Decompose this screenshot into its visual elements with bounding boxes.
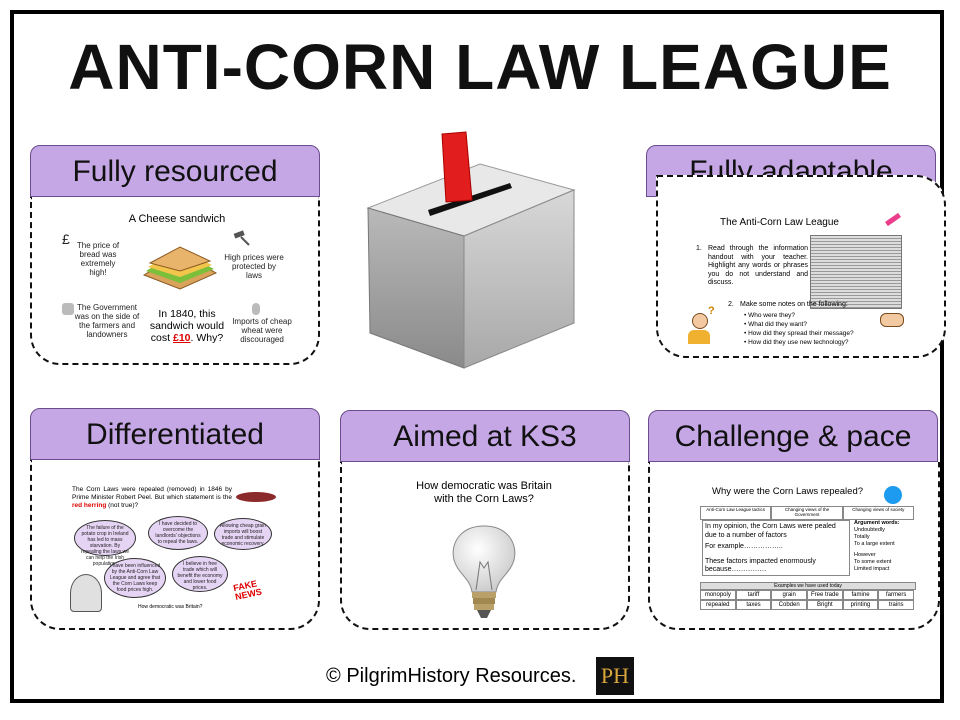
- step-1-text: Read through the information handout wit…: [708, 245, 808, 286]
- bubble-statement-2: I have decided to overcome the landlords…: [148, 516, 208, 550]
- intro-text: The Corn Laws were repealed (removed) in…: [72, 486, 232, 510]
- column-headers: Anti-Corn Law League tactics Changing vi…: [700, 506, 914, 520]
- example-word: repealed: [700, 600, 736, 610]
- caption: How democratic was Britain?: [138, 604, 203, 610]
- pound-icon: £: [62, 231, 70, 247]
- bubble-statement-3: Allowing cheap grain imports will boost …: [214, 518, 272, 550]
- example-word: printing: [842, 600, 879, 610]
- example-word: famine: [842, 590, 879, 600]
- thumb-title: Why were the Corn Laws repealed?: [712, 486, 864, 497]
- copyright-text: © PilgrimHistory Resources.: [326, 664, 577, 687]
- argument-title: Argument words:: [854, 520, 900, 526]
- wheat-icon: [252, 303, 260, 315]
- note-imports: Imports of cheap wheat were discouraged: [232, 317, 292, 344]
- thumb-title: A Cheese sandwich: [128, 213, 226, 225]
- intro-text-main: The Corn Laws were repealed (removed) in…: [72, 486, 232, 501]
- intro-text-end: (not true)?: [106, 502, 139, 509]
- example-word: farmers: [878, 590, 915, 600]
- bubble-statement-4: I have been influenced by the Anti-Corn …: [104, 558, 166, 598]
- person-thinking-icon: [688, 313, 710, 344]
- ks3-question: How democratic was Britain with the Corn…: [416, 480, 552, 505]
- card-heading-challenge: Challenge & pace: [648, 410, 938, 462]
- note-price: The price of bread was extremely high!: [76, 241, 120, 277]
- note-protected: High prices were protected by laws: [224, 253, 284, 280]
- example-word: monopoly: [700, 590, 736, 600]
- bullet-item: • How did they use new technology?: [744, 339, 849, 346]
- writing-hand-icon: [880, 313, 904, 327]
- bubble-statement-5: I believe in free trade which will benef…: [172, 556, 228, 592]
- examples-row: monopoly tariff grain Free trade famine …: [700, 590, 915, 600]
- examples-title: Examples we have used today: [700, 582, 916, 590]
- thumb-differentiated: The Corn Laws were repealed (removed) in…: [68, 482, 280, 612]
- twitter-icon: [884, 486, 902, 504]
- thumb-adaptable: The Anti-Corn Law League 1. Read through…: [660, 205, 924, 350]
- card-differentiated: The Corn Laws were repealed (removed) in…: [30, 460, 320, 630]
- argument-word: To a large extent: [854, 541, 895, 547]
- thumb-challenge: Why were the Corn Laws repealed? Anti-Co…: [694, 482, 916, 610]
- fake-news-stamp: FAKE NEWS: [232, 578, 263, 602]
- paragraph-2: For example……………..: [705, 543, 783, 550]
- bullet-item: • Who were they?: [744, 312, 796, 319]
- argument-word: To some extent: [854, 559, 892, 565]
- note-government: The Government was on the side of the fa…: [74, 303, 140, 339]
- footer: © PilgrimHistory Resources. PH: [0, 657, 960, 695]
- examples-row: repealed taxes Cobden Bright printing tr…: [700, 600, 915, 610]
- card-adaptable: The Anti-Corn Law League 1. Read through…: [656, 175, 946, 358]
- red-herring-fish-icon: [236, 492, 276, 502]
- main-question: In 1840, this sandwich would cost £10. W…: [147, 308, 227, 344]
- bubble-statement-1: The failure of the potato crop in Irelan…: [74, 520, 136, 567]
- handout-image: [810, 235, 902, 309]
- argument-word: Undoubtedly: [854, 527, 885, 533]
- gavel-icon: [233, 230, 250, 246]
- thumbs-up-icon: [62, 303, 74, 315]
- card-challenge: Why were the Corn Laws repealed? Anti-Co…: [648, 462, 940, 630]
- main-question-price: £10: [172, 332, 191, 344]
- intro-text-red: red herring: [72, 502, 107, 509]
- argument-word: Limited impact: [854, 566, 890, 572]
- card-ks3: How democratic was Britain with the Corn…: [340, 462, 630, 630]
- writing-frame: In my opinion, the Corn Laws were pealed…: [702, 520, 850, 576]
- argument-word: However: [854, 552, 876, 558]
- main-question-text: In 1840, this sandwich would cost: [149, 308, 225, 344]
- example-word: trains: [878, 600, 915, 610]
- thumb-title: The Anti-Corn Law League: [720, 217, 839, 228]
- question-mark-icon: ?: [708, 305, 715, 317]
- step-2-number: 2.: [728, 301, 734, 308]
- portrait-peel: [70, 574, 102, 612]
- ballot-box-icon: [366, 131, 576, 369]
- card-heading-resourced: Fully resourced: [30, 145, 320, 197]
- card-heading-differentiated: Differentiated: [30, 408, 320, 460]
- example-word: Cobden: [771, 600, 808, 610]
- example-word: grain: [771, 590, 808, 600]
- bullet-item: • How did they spread their message?: [744, 330, 854, 337]
- argument-words-box: Argument words: Undoubtedly Totally To a…: [854, 520, 912, 573]
- page-title: ANTI-CORN LAW LEAGUE: [68, 31, 892, 103]
- card-heading-ks3: Aimed at KS3: [340, 410, 630, 462]
- light-bulb-icon: [452, 525, 516, 618]
- example-word: tariff: [735, 590, 772, 600]
- sandwich-icon: [142, 246, 218, 290]
- example-word: Bright: [807, 600, 843, 610]
- example-word: taxes: [735, 600, 772, 610]
- col-header: Anti-Corn Law League tactics: [700, 506, 772, 520]
- highlighter-icon: [885, 212, 901, 227]
- bullet-list: • Who were they? • What did they want? •…: [744, 311, 854, 347]
- col-header: Changing views of the Government: [771, 506, 843, 520]
- argument-word: Totally: [854, 534, 870, 540]
- examples-table: monopoly tariff grain Free trade famine …: [700, 590, 915, 610]
- card-resourced: A Cheese sandwich £ The price of bread w…: [30, 197, 320, 365]
- step-1-number: 1.: [696, 245, 702, 252]
- bullet-item: • What did they want?: [744, 321, 807, 328]
- col-header: Changing views of society: [842, 506, 914, 520]
- paragraph-1: In my opinion, the Corn Laws were pealed…: [705, 523, 836, 539]
- example-word: Free trade: [807, 590, 843, 600]
- thumb-resourced: A Cheese sandwich £ The price of bread w…: [52, 205, 302, 353]
- paragraph-3: These factors impacted enormously becaus…: [705, 557, 816, 574]
- pilgrim-history-logo: PH: [595, 657, 634, 695]
- main-question-end: . Why?: [190, 332, 224, 344]
- step-2-text: Make some notes on the following:: [740, 301, 848, 308]
